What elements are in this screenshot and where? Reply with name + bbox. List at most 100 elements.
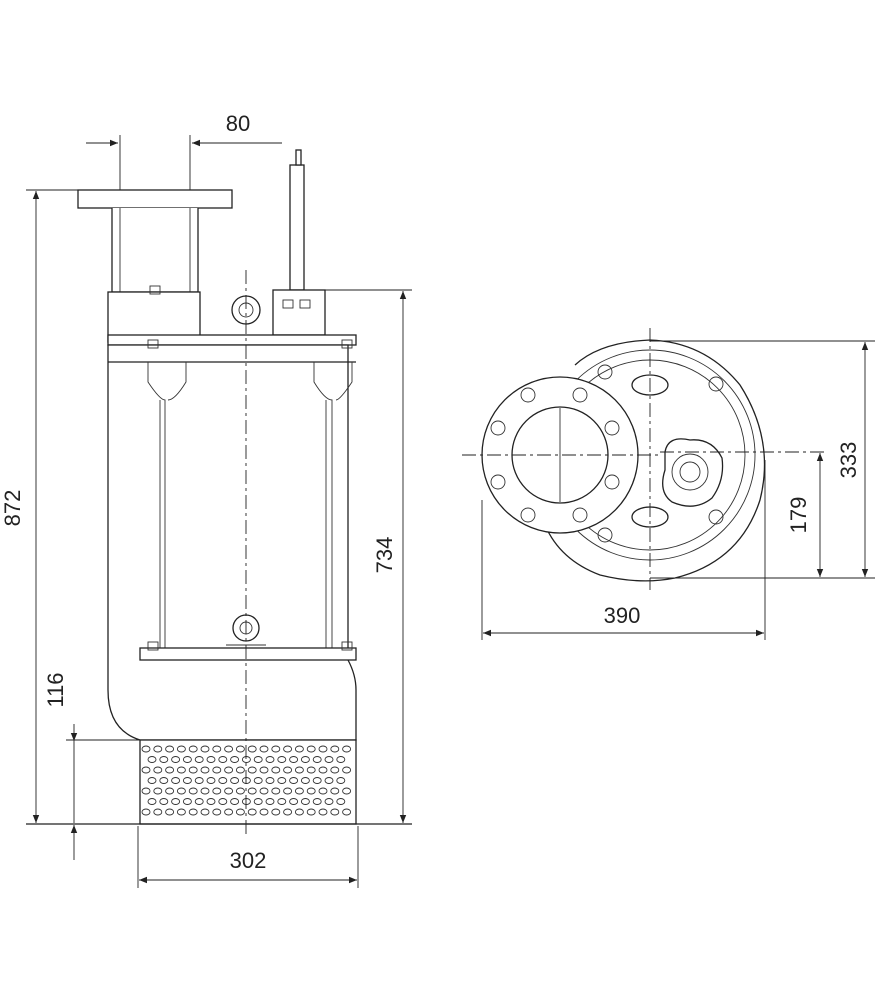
strainer-hole [312, 756, 322, 763]
strainer-hole [294, 787, 304, 795]
strainer-hole [141, 808, 151, 816]
strainer-hole [294, 745, 304, 753]
strainer-hole [336, 756, 346, 763]
strainer-hole [194, 756, 204, 763]
strainer-hole [289, 777, 299, 784]
strainer-hole [212, 808, 222, 816]
dim-plan-depth: 333 [650, 340, 875, 579]
strainer-hole [224, 766, 234, 774]
strainer-hole [271, 766, 281, 774]
strainer-hole [265, 777, 275, 784]
strainer-hole [165, 766, 175, 774]
strainer-hole [200, 766, 210, 774]
dim-body-height: 734 [325, 289, 412, 823]
strainer-hole [165, 808, 175, 816]
strainer-hole [271, 808, 281, 816]
strainer-hole [224, 745, 234, 753]
strainer-hole [312, 777, 322, 784]
strainer-hole [218, 798, 228, 805]
strainer-hole [188, 766, 198, 774]
strainer-hole [318, 766, 328, 774]
cable-rod [289, 164, 305, 291]
strainer-hole [206, 756, 216, 763]
strainer-hole [188, 808, 198, 816]
dim-plan-offset: 179 [786, 453, 824, 577]
strainer-hole [153, 808, 163, 816]
strainer-hole [141, 766, 151, 774]
strainer-hole [294, 766, 304, 774]
strainer-hole [235, 808, 245, 816]
dim-label-plan-offset: 179 [786, 497, 811, 534]
strainer-hole [188, 787, 198, 795]
strainer-hole [171, 798, 181, 805]
strainer-hole [277, 798, 287, 805]
plan-cable-gland [662, 438, 724, 507]
strainer-hole [277, 777, 287, 784]
strainer-hole [171, 777, 181, 784]
motor-top-cover [107, 291, 201, 343]
dim-label-body-height: 734 [372, 537, 397, 574]
strainer-hole [318, 808, 328, 816]
strainer-hole [176, 766, 186, 774]
dim-plan-width: 390 [481, 460, 766, 640]
side-view [26, 149, 412, 835]
strainer-hole [165, 745, 175, 753]
strainer-hole [147, 798, 157, 805]
strainer-hole [283, 787, 293, 795]
strainer-hole [306, 745, 316, 753]
strainer-hole [176, 745, 186, 753]
strainer-hole [300, 756, 310, 763]
strainer-hole [206, 777, 216, 784]
strainer-holes [141, 745, 352, 816]
strainer-hole [230, 756, 240, 763]
strainer-hole [247, 808, 257, 816]
strainer-hole [271, 787, 281, 795]
strainer-hole [277, 756, 287, 763]
strainer-hole [188, 745, 198, 753]
strainer-hole [206, 798, 216, 805]
plan-view [462, 328, 828, 590]
strainer-hole [330, 766, 340, 774]
strainer-hole [159, 756, 169, 763]
strainer-hole [300, 798, 310, 805]
strainer-hole [259, 766, 269, 774]
strainer-hole [176, 808, 186, 816]
strainer-hole [159, 798, 169, 805]
strainer-hole [271, 745, 281, 753]
strainer-hole [153, 745, 163, 753]
strainer-hole [289, 756, 299, 763]
strainer-hole [224, 787, 234, 795]
strainer-hole [230, 798, 240, 805]
strainer-hole [194, 798, 204, 805]
strainer-hole [306, 766, 316, 774]
dim-label-strainer-width: 302 [230, 848, 267, 873]
strainer-hole [218, 777, 228, 784]
strainer-hole [259, 808, 269, 816]
strainer-hole [176, 787, 186, 795]
strainer-hole [253, 777, 263, 784]
strainer-hole [194, 777, 204, 784]
strainer-hole [141, 745, 151, 753]
strainer-hole [182, 798, 192, 805]
strainer-hole [247, 766, 257, 774]
strainer-hole [230, 777, 240, 784]
strainer-hole [342, 745, 352, 753]
strainer-hole [330, 745, 340, 753]
strainer-hole [235, 787, 245, 795]
strainer-hole [200, 787, 210, 795]
strainer-hole [336, 777, 346, 784]
strainer-hole [318, 787, 328, 795]
strainer-hole [294, 808, 304, 816]
dim-strainer-width: 302 [137, 826, 359, 888]
strainer-hole [312, 798, 322, 805]
strainer-hole [153, 787, 163, 795]
discharge-flange [77, 189, 233, 209]
strainer-hole [235, 766, 245, 774]
strainer-hole [235, 745, 245, 753]
strainer-hole [247, 745, 257, 753]
strainer-hole [247, 787, 257, 795]
strainer-hole [283, 808, 293, 816]
cable-gland [272, 289, 326, 336]
strainer-hole [306, 787, 316, 795]
